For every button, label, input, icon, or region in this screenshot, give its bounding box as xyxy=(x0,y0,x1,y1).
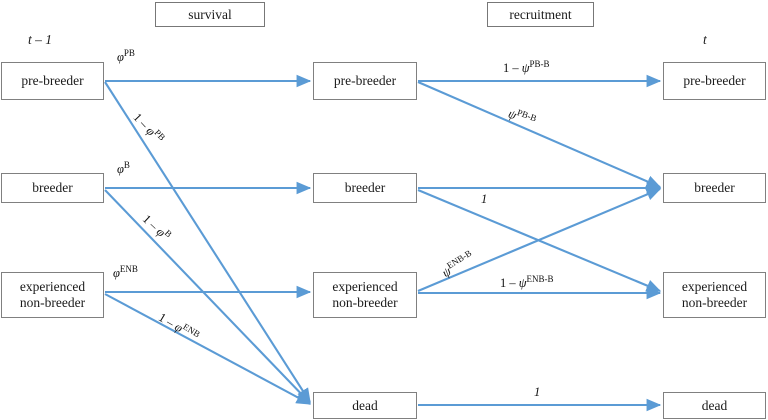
node-right-pre-breeder[interactable]: pre-breeder xyxy=(663,62,766,100)
edge-label-symbol: φ xyxy=(117,162,124,177)
node-right-experienced-non-breeder[interactable]: experienced non-breeder xyxy=(663,272,766,318)
edge-label-prefix: 1 – xyxy=(503,61,522,76)
node-label: pre-breeder xyxy=(21,73,84,89)
node-label: breeder xyxy=(694,180,735,196)
node-label: pre-breeder xyxy=(333,73,397,89)
lbl-enb-stays-enb: 1 – ψENB-B xyxy=(500,274,554,291)
edge-label-superscript: ENB-B xyxy=(526,274,554,284)
header-box-recruitment: recruitment xyxy=(487,2,594,27)
node-label-line2: non-breeder xyxy=(681,295,748,310)
node-left-pre-breeder[interactable]: pre-breeder xyxy=(1,62,104,100)
edge-enb-dies xyxy=(104,293,312,405)
lbl-enb-survives: φENB xyxy=(113,264,138,281)
node-label: experienced non-breeder xyxy=(332,279,397,311)
node-label-line2: non-breeder xyxy=(332,295,398,310)
node-label-line1: experienced xyxy=(332,279,398,295)
lbl-b-stays-b: 1 xyxy=(481,192,487,207)
node-label-line1: experienced xyxy=(19,279,86,295)
header-label-survival: survival xyxy=(188,6,232,22)
edge-label-symbol: 1 xyxy=(481,192,488,206)
node-label: experienced non-breeder xyxy=(682,279,747,311)
edge-label-superscript: PB-B xyxy=(529,59,550,69)
node-label: breeder xyxy=(32,180,73,196)
edge-label-symbol: ψ xyxy=(518,276,527,291)
lbl-pb-survives: φPB xyxy=(117,48,135,65)
edge-enb-recruits xyxy=(417,188,662,292)
node-mid-pre-breeder[interactable]: pre-breeder xyxy=(313,62,417,100)
edge-label-symbol: φ xyxy=(113,266,120,281)
edge-pb-dies xyxy=(104,81,311,404)
lbl-b-survives: φB xyxy=(117,160,130,177)
edge-label-superscript: B xyxy=(123,160,130,170)
node-label-line1: experienced xyxy=(681,279,748,295)
edge-b-dies xyxy=(104,189,311,404)
node-label: experienced non-breeder xyxy=(20,279,85,311)
node-right-breeder[interactable]: breeder xyxy=(663,173,766,203)
edge-label-prefix: 1 – xyxy=(500,276,519,291)
lbl-dead-stays-dead: 1 xyxy=(534,385,540,400)
edge-label-symbol: φ xyxy=(117,50,124,65)
node-left-breeder[interactable]: breeder xyxy=(1,173,104,203)
lbl-pb-stays-pb: 1 – ψPB-B xyxy=(503,59,550,76)
node-left-experienced-non-breeder[interactable]: experienced non-breeder xyxy=(1,272,104,318)
edge-label-symbol: ψ xyxy=(521,61,530,76)
node-mid-experienced-non-breeder[interactable]: experienced non-breeder xyxy=(313,272,417,318)
time-label-t-minus-1: t – 1 xyxy=(28,32,53,47)
header-box-survival: survival xyxy=(155,2,265,27)
node-label-line2: non-breeder xyxy=(19,295,86,310)
edge-label-symbol: 1 xyxy=(534,385,541,399)
node-mid-breeder[interactable]: breeder xyxy=(313,173,417,203)
time-label-t: t xyxy=(703,32,707,47)
edge-pb-recruits xyxy=(417,81,662,188)
node-right-dead[interactable]: dead xyxy=(663,392,766,419)
edge-label-superscript: ENB xyxy=(119,264,138,274)
header-label-recruitment: recruitment xyxy=(509,6,572,22)
node-mid-dead[interactable]: dead xyxy=(313,392,417,419)
edge-label-superscript: PB xyxy=(123,48,135,58)
node-label: dead xyxy=(352,397,378,413)
node-label: breeder xyxy=(344,180,386,196)
node-label: pre-breeder xyxy=(683,73,746,89)
node-label: dead xyxy=(701,397,728,413)
